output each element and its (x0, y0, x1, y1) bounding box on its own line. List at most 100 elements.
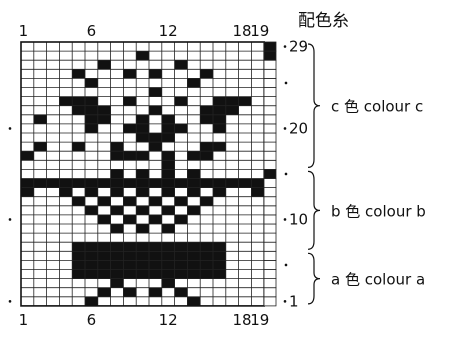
pattern-cell (136, 224, 149, 234)
pattern-cell (149, 178, 162, 188)
stripe-cell-marked (263, 41, 277, 52)
row-tick-dot (283, 45, 287, 48)
pattern-cell (174, 196, 188, 206)
stripe-cell (263, 187, 277, 198)
pattern-cell (161, 260, 175, 270)
x-tick-top: 6 (87, 22, 97, 40)
pattern-cell (187, 151, 201, 161)
colour-bracket (307, 43, 321, 168)
pattern-cell (225, 178, 239, 188)
pattern-cell (85, 251, 98, 261)
row-tick-dot (283, 218, 287, 221)
pattern-cell (161, 160, 175, 170)
pattern-cell (123, 69, 137, 79)
pattern-cell (72, 196, 85, 206)
stripe-cell (263, 96, 277, 107)
pattern-cell (161, 242, 175, 252)
pattern-cell (72, 69, 85, 79)
pattern-cell (149, 142, 162, 152)
pattern-cell (85, 123, 98, 133)
pattern-cell (174, 269, 188, 279)
pattern-cell (123, 251, 137, 261)
stripe-cell (263, 78, 277, 88)
stripe-cell (263, 259, 277, 270)
pattern-cell (123, 151, 137, 161)
stripe-cell (263, 232, 277, 243)
pattern-cell (110, 224, 124, 234)
pattern-cell (110, 151, 124, 161)
pattern-cell (161, 114, 175, 124)
pattern-cell (187, 187, 201, 197)
pattern-cell (149, 251, 162, 261)
pattern-cell (85, 78, 98, 88)
colour-label: c 色 colour c (331, 98, 423, 116)
stripe-cell (263, 105, 277, 116)
stripe-cell (263, 150, 277, 161)
x-tick-bottom: 12 (159, 311, 178, 329)
pattern-cell (123, 178, 137, 188)
pattern-cell (161, 178, 175, 188)
pattern-cell (200, 242, 213, 252)
pattern-cell (136, 260, 149, 270)
pattern-cell (213, 178, 226, 188)
pattern-cell (174, 251, 188, 261)
pattern-cell (21, 178, 34, 188)
row-tick-dot (283, 127, 287, 130)
pattern-cell (200, 269, 213, 279)
pattern-cell (110, 142, 124, 152)
pattern-cell (123, 242, 137, 252)
row-tick-label: 1 (289, 292, 299, 310)
pattern-cell (200, 178, 213, 188)
pattern-cell (21, 187, 34, 197)
stripe-cell (263, 223, 277, 234)
pattern-cell (110, 187, 124, 197)
x-tick-top: 19 (250, 22, 269, 40)
pattern-cell (187, 269, 201, 279)
pattern-cell (161, 205, 175, 215)
pattern-cell (123, 287, 137, 297)
colour-bracket (307, 170, 321, 250)
pattern-cell (97, 196, 111, 206)
x-tick-bottom: 18 (232, 311, 251, 329)
stripe-cell (263, 68, 277, 79)
pattern-cell (21, 151, 34, 161)
pattern-cell (174, 178, 188, 188)
pattern-cell (251, 178, 265, 188)
x-tick-bottom: 19 (250, 311, 269, 329)
stripe-cell (263, 132, 277, 143)
pattern-cell (161, 224, 175, 234)
pattern-cell (33, 178, 47, 188)
pattern-cell (97, 60, 111, 70)
stripe-cell (263, 287, 277, 298)
stripe-cell (263, 87, 277, 98)
stripe-cell (263, 296, 277, 307)
pattern-cell (97, 242, 111, 252)
pattern-cell (174, 260, 188, 270)
pattern-cell (187, 260, 201, 270)
pattern-cell (225, 105, 239, 115)
pattern-cell (110, 205, 124, 215)
pattern-cell (213, 123, 226, 133)
pattern-cell (213, 251, 226, 261)
stripe-cell (263, 269, 277, 280)
pattern-cell (85, 296, 98, 306)
pattern-cell (161, 187, 175, 197)
pattern-cell (85, 260, 98, 270)
pattern-cell (85, 187, 98, 197)
pattern-cell (123, 214, 137, 224)
colour-brackets: c 色 colour cb 色 colour ba 色 colour a (307, 43, 426, 305)
x-tick-bottom: 1 (19, 311, 29, 329)
pattern-cell (136, 133, 149, 143)
pattern-cell (136, 242, 149, 252)
pattern-cell (97, 178, 111, 188)
row-tick-dot (284, 81, 288, 85)
colour-stripe (263, 41, 277, 307)
pattern-cell (251, 187, 265, 197)
pattern-cell (174, 123, 188, 133)
pattern-cell (187, 251, 201, 261)
pattern-cell (174, 60, 188, 70)
pattern-cell (59, 187, 73, 197)
pattern-cell (149, 196, 162, 206)
pattern-cell (110, 260, 124, 270)
